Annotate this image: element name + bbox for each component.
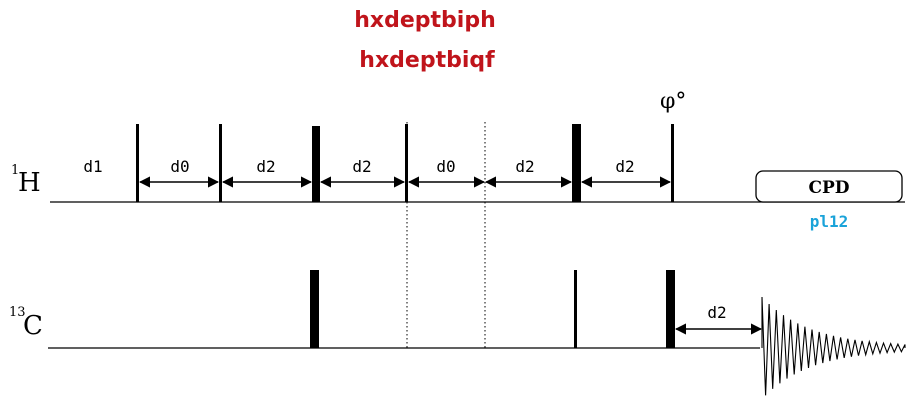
h-pulse-180-2 — [572, 124, 581, 202]
power-level-label: pl12 — [810, 212, 849, 231]
channel-label-1h: 1 H — [11, 163, 41, 198]
channel-13c-mass: 13 — [9, 305, 26, 320]
delay-label-seg5: d2 — [515, 157, 534, 176]
delay-label-seg6: d2 — [615, 157, 634, 176]
delay-label-seg4: d0 — [436, 157, 455, 176]
cpd-label: CPD — [808, 178, 849, 198]
h-pulse-90-4 — [671, 124, 674, 202]
h-pulse-180-1 — [312, 126, 320, 202]
c-pulse-180-2 — [666, 270, 675, 348]
delay-label-seg2: d2 — [256, 157, 275, 176]
delay-label-seg1: d0 — [170, 157, 189, 176]
channel-1h-element: H — [18, 168, 41, 198]
h-pulse-90-1 — [136, 124, 139, 202]
sequence-title-1: hxdeptbiph — [354, 8, 496, 33]
fid-signal — [761, 296, 906, 396]
channel-label-13c: 13 C — [9, 305, 43, 341]
delay-label-seg3: d2 — [352, 157, 371, 176]
phase-label: φ° — [660, 89, 686, 114]
h-pulse-90-2 — [219, 124, 222, 202]
channel-13c-element: C — [23, 311, 43, 341]
c-pulse-180-1 — [310, 270, 319, 348]
c-pulse-90 — [574, 270, 577, 348]
cpd-decoupling-block — [755, 170, 903, 203]
channel-1h-mass: 1 — [11, 163, 19, 178]
delay-label-seg7: d2 — [707, 303, 726, 322]
sequence-title-2: hxdeptbiqf — [359, 48, 495, 73]
delay-label-d1: d1 — [83, 157, 102, 176]
